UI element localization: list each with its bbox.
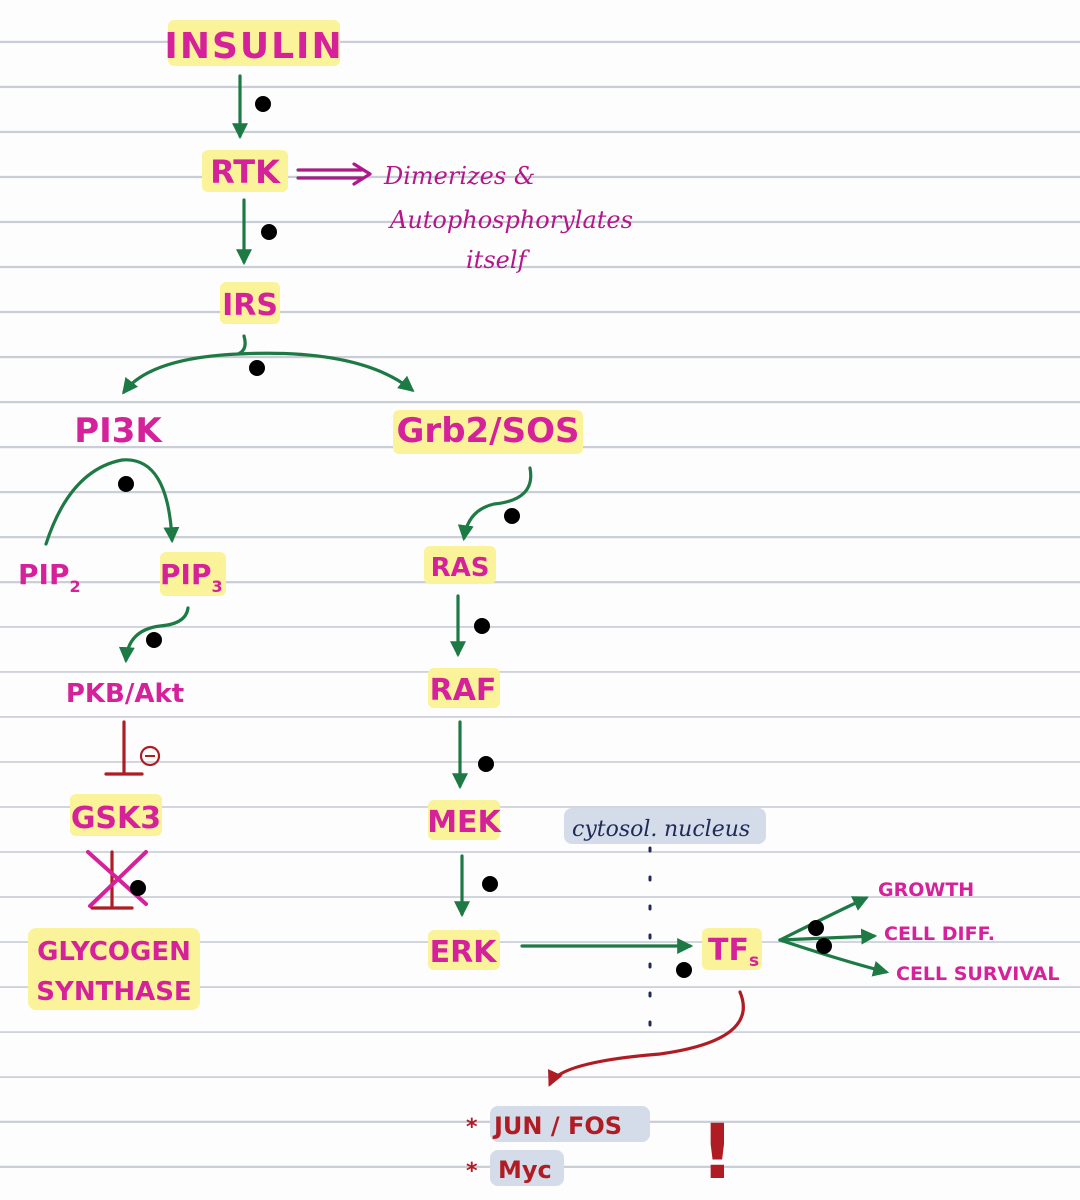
- cytosol-label: cytosol.: [572, 817, 657, 842]
- pip2-label: PIP2: [18, 558, 81, 596]
- rtk-highlight: [202, 150, 288, 192]
- grb2-sos-label: Grb2/SOS: [397, 411, 580, 451]
- rtk-note-line3: itself: [466, 246, 531, 274]
- arrow-tfs-to-target-genes: [548, 990, 745, 1087]
- plus-sign-icon: [261, 224, 277, 240]
- growth-label: GROWTH: [878, 879, 974, 901]
- plus-sign-icon: [482, 876, 498, 892]
- mek-highlight: [428, 800, 500, 840]
- plus-sign-icon: [146, 632, 162, 648]
- mek-label: MEK: [427, 805, 502, 840]
- rtk-note-double-arrow: [298, 168, 362, 180]
- synthase-label: SYNTHASE: [36, 977, 191, 1007]
- minus-sign-icon: [139, 745, 161, 767]
- arrow-irs-to-grb2-sos: [236, 351, 415, 393]
- insulin-label: INSULIN: [164, 26, 343, 67]
- arrow-pip2-to-pip3: [44, 458, 180, 546]
- arrow-pip3-to-pkb-akt: [118, 606, 190, 664]
- gsk3-label: GSK3: [71, 801, 161, 836]
- cell-survival-label: CELL SURVIVAL: [896, 963, 1060, 985]
- pkb-akt-label: PKB/Akt: [66, 679, 184, 709]
- ras-label: RAS: [431, 553, 490, 583]
- exclamation-mark: !: [700, 1107, 735, 1196]
- pip3-label: PIP3: [160, 558, 223, 596]
- grb2-sos-highlight: [393, 410, 583, 454]
- compartment-highlight: [564, 808, 766, 844]
- plus-sign-icon: [808, 920, 824, 936]
- plus-sign-icon: [478, 756, 494, 772]
- cell-diff-label: CELL DIFF.: [884, 923, 995, 945]
- myc-bullet: *: [466, 1159, 478, 1184]
- plus-sign-icon: [474, 618, 490, 634]
- tfs-label: TFs: [708, 933, 759, 971]
- jun-fos-bullet: *: [466, 1115, 478, 1140]
- cross-out-stroke-2: [88, 850, 148, 908]
- rtk-note-line2: Autophosphorylates: [388, 206, 633, 234]
- arrow-tfs-to-cell-diff: [778, 928, 878, 945]
- erk-highlight: [428, 930, 500, 970]
- irs-highlight: [220, 282, 280, 324]
- arrow-irs-to-pi3k: [122, 334, 247, 395]
- erk-label: ERK: [430, 935, 499, 970]
- jun-fos-highlight: [490, 1106, 650, 1142]
- pip3-highlight: [160, 552, 226, 596]
- arrow-tfs-to-growth: [778, 896, 869, 942]
- rtk-note-arrow-head: [352, 162, 372, 186]
- glycogen-label: GLYCOGEN: [37, 937, 191, 967]
- plus-sign-icon: [676, 962, 692, 978]
- plus-sign-icon: [255, 96, 271, 112]
- nucleus-label: nucleus: [664, 817, 750, 842]
- tfs-highlight: [702, 928, 762, 970]
- raf-highlight: [428, 668, 500, 708]
- plus-sign-icon: [816, 938, 832, 954]
- pi3k-label: PI3K: [74, 411, 163, 451]
- raf-label: RAF: [430, 673, 497, 708]
- plus-sign-icon: [118, 476, 134, 492]
- plus-sign-icon: [249, 360, 265, 376]
- arrow-grb2-sos-to-ras: [457, 466, 533, 542]
- plus-sign-icon: [504, 508, 520, 524]
- glycogen-synthase-highlight: [28, 928, 200, 1010]
- rtk-note-line1: Dimerizes &: [383, 162, 535, 190]
- irs-label: IRS: [222, 288, 278, 323]
- rtk-label: RTK: [210, 153, 281, 191]
- myc-highlight: [490, 1150, 564, 1186]
- myc-label: Myc: [498, 1156, 552, 1184]
- arrow-tfs-to-cell-survival: [778, 938, 890, 977]
- jun-fos-label: JUN / FOS: [492, 1112, 622, 1140]
- gsk3-highlight: [70, 794, 162, 836]
- ras-highlight: [424, 546, 496, 584]
- plus-sign-icon: [130, 880, 146, 896]
- insulin-highlight: [168, 20, 340, 66]
